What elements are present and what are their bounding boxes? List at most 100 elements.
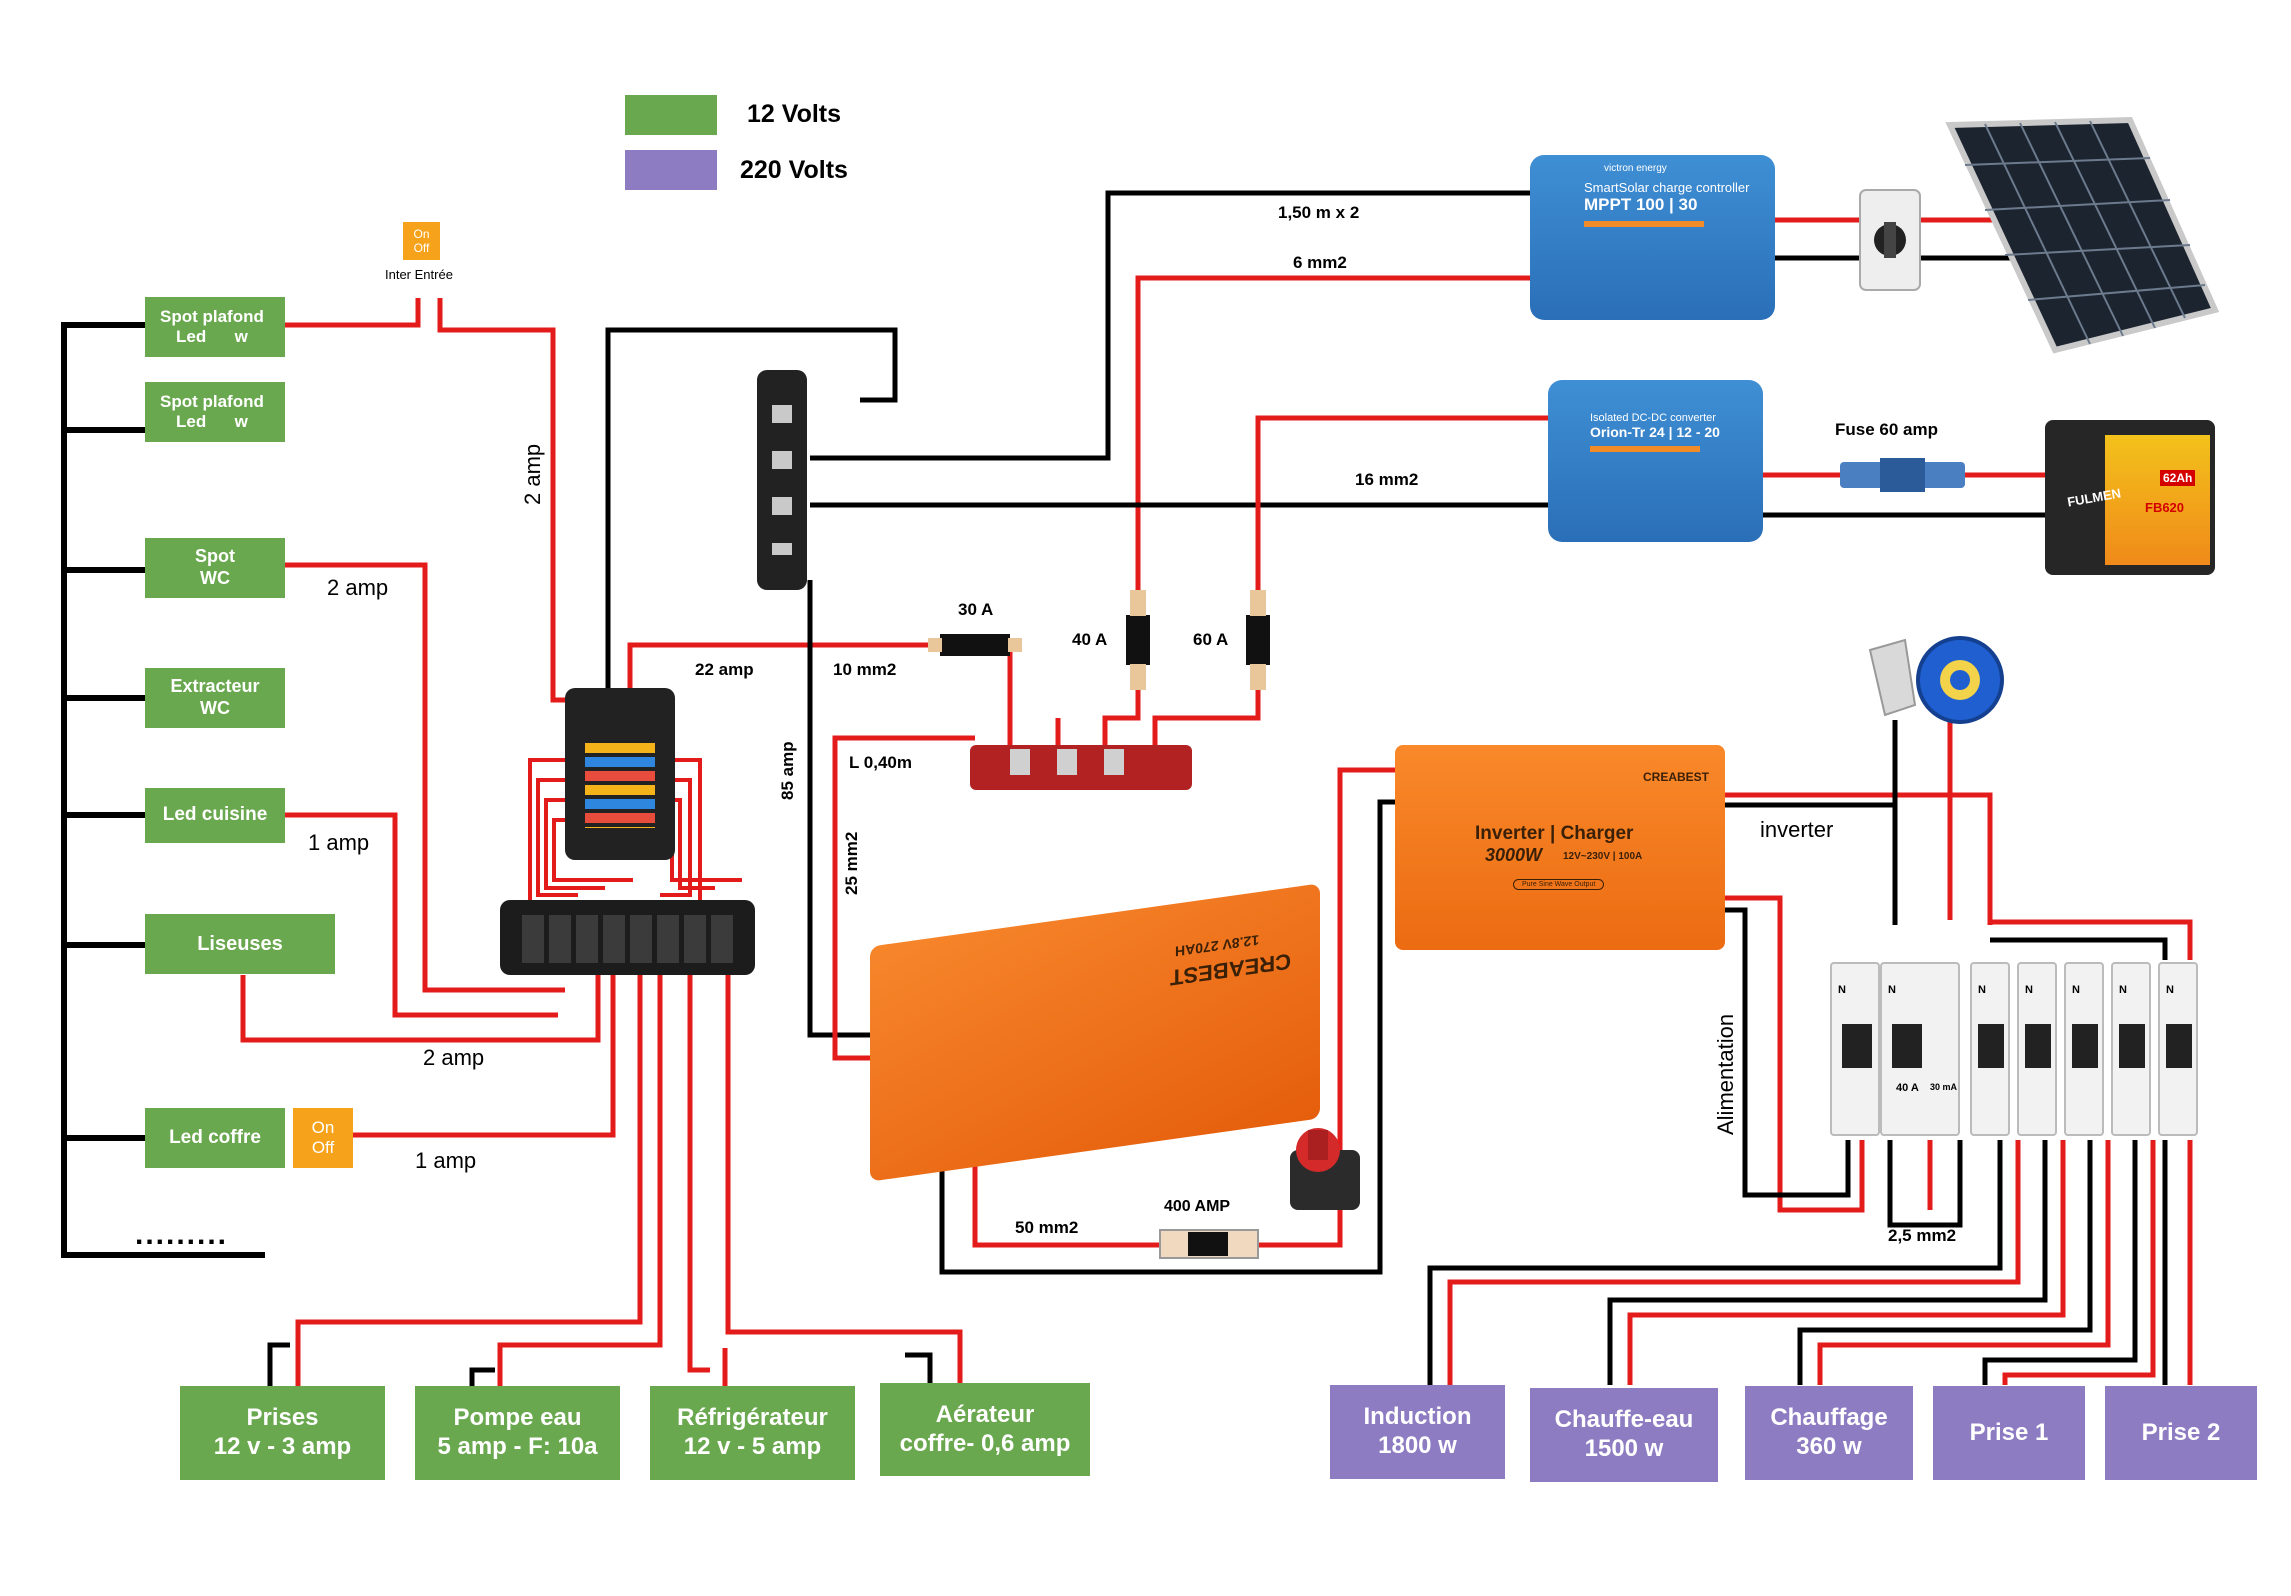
red-wire-spot-plafond [285, 298, 613, 703]
coffre-switch[interactable]: On Off [293, 1108, 353, 1168]
starter-battery: FULMEN FB620 62Ah [2045, 420, 2215, 575]
red-wire-breaker-bus [1987, 919, 2193, 960]
red-wire-fuse-panel-feed [627, 642, 940, 690]
black-wire-inverter-in [1725, 907, 1963, 1228]
label-16mm2: 16 mm2 [1355, 470, 1419, 489]
inverter-brand: CREABEST [1643, 770, 1710, 784]
switch-panel [500, 900, 755, 975]
inverter-title: Inverter | Charger [1475, 823, 1634, 844]
label-60a: 60 A [1193, 630, 1229, 649]
solar-panel-icon [1945, 116, 2220, 354]
mppt-line1: SmartSolar charge controller [1584, 180, 1750, 195]
black-wire-chauffe-eau [1607, 1140, 2048, 1385]
red-wire-40a-bus [1102, 690, 1141, 745]
breaker-main-rating: 40 A [1896, 1082, 1919, 1094]
load-pompe-eau: Pompe eau 5 amp - F: 10a [415, 1386, 620, 1480]
red-wire-30a-bus2 [1007, 718, 1061, 745]
black-wire-busbar-mppt [810, 190, 1530, 461]
starter-battery-model: FB620 [2145, 500, 2185, 515]
orion-line2: Orion-Tr 24 | 12 - 20 [1590, 424, 1720, 440]
fuse-60a-icon [1246, 590, 1270, 690]
black-wire-aerateur [905, 1352, 933, 1385]
load-prise1: Prise 1 [1933, 1386, 2085, 1480]
orion-line1: Isolated DC-DC converter [1590, 412, 1716, 424]
red-wire-induction [1447, 1140, 2021, 1385]
red-wire-fuse-switch-2 [536, 778, 578, 897]
red-wire-prise1 [2002, 1140, 2156, 1385]
label-cuisine-1amp: 1 amp [308, 830, 370, 855]
breaker-prise2[interactable]: N [2158, 962, 2198, 1136]
negative-busbar [757, 370, 807, 590]
label-25mm2: 25 mm2 [842, 831, 861, 895]
label-2-5mm2: 2,5 mm2 [1888, 1226, 1957, 1245]
label-50mm2: 50 mm2 [1015, 1218, 1079, 1237]
inverter-charger: CREABEST Inverter | Charger 3000W 12V~23… [1395, 745, 1725, 950]
load-extracteur-wc: Extracteur WC [145, 668, 285, 728]
red-wire-fuse-switch-6 [660, 778, 692, 897]
black-wire-breaker-bus [1990, 937, 2168, 960]
label-10mm2: 10 mm2 [833, 660, 897, 679]
load-aerateur-coffre: Aérateur coffre- 0,6 amp [880, 1383, 1090, 1476]
legend-label-12v: 12 Volts [747, 100, 842, 128]
red-wire-60a-orion [1255, 415, 1548, 590]
breaker-differential[interactable]: N 40 A 30 mA [1880, 962, 1960, 1136]
inverter-spec: 12V~230V | 100A [1563, 851, 1643, 862]
mppt-stripe [1584, 221, 1704, 227]
battery-disconnect-switch-icon [1290, 1128, 1360, 1210]
breaker-prise1[interactable]: N [2111, 962, 2151, 1136]
load-chauffe-eau: Chauffe-eau 1500 w [1530, 1388, 1718, 1482]
breaker-chauffe-eau[interactable]: N [2017, 962, 2057, 1136]
fuse-panel-fuses [585, 743, 655, 828]
red-wire-chauffe-eau [1627, 1140, 2066, 1385]
red-wire-40a-mppt [1135, 275, 1530, 590]
breaker-chauffage[interactable]: N [2064, 962, 2104, 1136]
breaker-main[interactable]: N [1830, 962, 1880, 1136]
label-solar-cable: 1,50 m x 2 [1278, 203, 1360, 222]
breaker-diff-rating: 30 mA [1930, 1082, 1958, 1092]
label-liseuses-2amp: 2 amp [423, 1045, 485, 1070]
label-inverter: inverter [1760, 817, 1834, 842]
red-wire-fuse-switch-4 [552, 818, 633, 882]
breaker-induction[interactable]: N [1970, 962, 2010, 1136]
red-wire-fuse-switch-8 [665, 818, 742, 882]
starter-battery-label-band [2105, 435, 2210, 565]
positive-busbar [970, 745, 1192, 790]
red-wire-inverter-out [1725, 792, 1993, 925]
entry-switch-caption: Inter Entrée [385, 267, 453, 282]
load-led-cuisine: Led cuisine [145, 788, 285, 843]
entry-switch[interactable]: On Off [403, 222, 440, 260]
load-spot-plafond-1: Spot plafond Led w [145, 297, 285, 357]
fuse-400-amp-icon [1159, 1229, 1259, 1259]
load-led-coffre: Led coffre [145, 1108, 285, 1168]
legend-label-220v: 220 Volts [740, 156, 848, 184]
black-wire-prise1 [1982, 1140, 2138, 1385]
busbar-studs [772, 405, 792, 555]
orion-dc-dc-converter: Isolated DC-DC converter Orion-Tr 24 | 1… [1548, 380, 1763, 542]
label-85amp: 85 amp [778, 741, 797, 800]
mppt-solar-charger: victron energy SmartSolar charge control… [1530, 155, 1775, 320]
load-prise2: Prise 2 [2105, 1386, 2257, 1480]
label-6mm2: 6 mm2 [1293, 253, 1347, 272]
red-wire-60a-bus [1152, 690, 1261, 745]
inverter-badge: Pure Sine Wave Output [1513, 879, 1605, 890]
red-wire-prises [295, 975, 643, 1393]
red-wire-inverter-in [1725, 895, 1933, 1213]
solar-disconnect-switch-icon [1859, 189, 1921, 291]
load-refrigerateur: Réfrigérateur 12 v - 5 amp [650, 1386, 855, 1480]
red-wire-aerateur [725, 975, 963, 1385]
label-22amp: 22 amp [695, 660, 754, 679]
label-dots: ......... [135, 1218, 229, 1251]
mppt-brand: victron energy [1604, 163, 1667, 174]
load-liseuses: Liseuses [145, 914, 335, 974]
red-wire-liseuses [240, 975, 601, 1043]
red-wire-led-coffre [353, 975, 616, 1138]
red-busbar-studs [1010, 749, 1150, 775]
red-wire-fuse-switch-3 [544, 798, 605, 890]
switch-panel-rockers [522, 915, 737, 963]
label-400amp: 400 AMP [1164, 1198, 1231, 1215]
black-wire-fuse-ground [605, 327, 898, 690]
black-wire-induction [1427, 1140, 2003, 1385]
load-spot-wc: Spot WC [145, 538, 285, 598]
red-wire-led-cuisine [285, 812, 558, 1018]
